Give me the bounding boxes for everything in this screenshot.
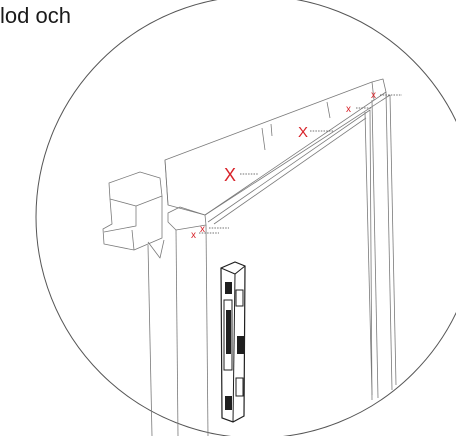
frame-corner-block xyxy=(102,171,207,259)
mark-x-left-1: x xyxy=(200,224,205,235)
door-leaf xyxy=(207,109,373,401)
mark-x-small-2: x xyxy=(371,90,376,101)
mark-x-medium: X xyxy=(298,124,308,141)
mark-leaders xyxy=(199,94,402,234)
spirit-level xyxy=(220,261,246,423)
step-caption: lod och xyxy=(0,3,71,28)
head-jamb xyxy=(164,78,391,216)
right-jamb xyxy=(364,91,397,399)
mark-x-left-2: x xyxy=(191,230,196,241)
detail-circle xyxy=(35,0,456,436)
mark-x-small-1: x xyxy=(346,104,351,115)
mark-x-large: X xyxy=(224,165,236,185)
left-jamb xyxy=(147,224,209,436)
